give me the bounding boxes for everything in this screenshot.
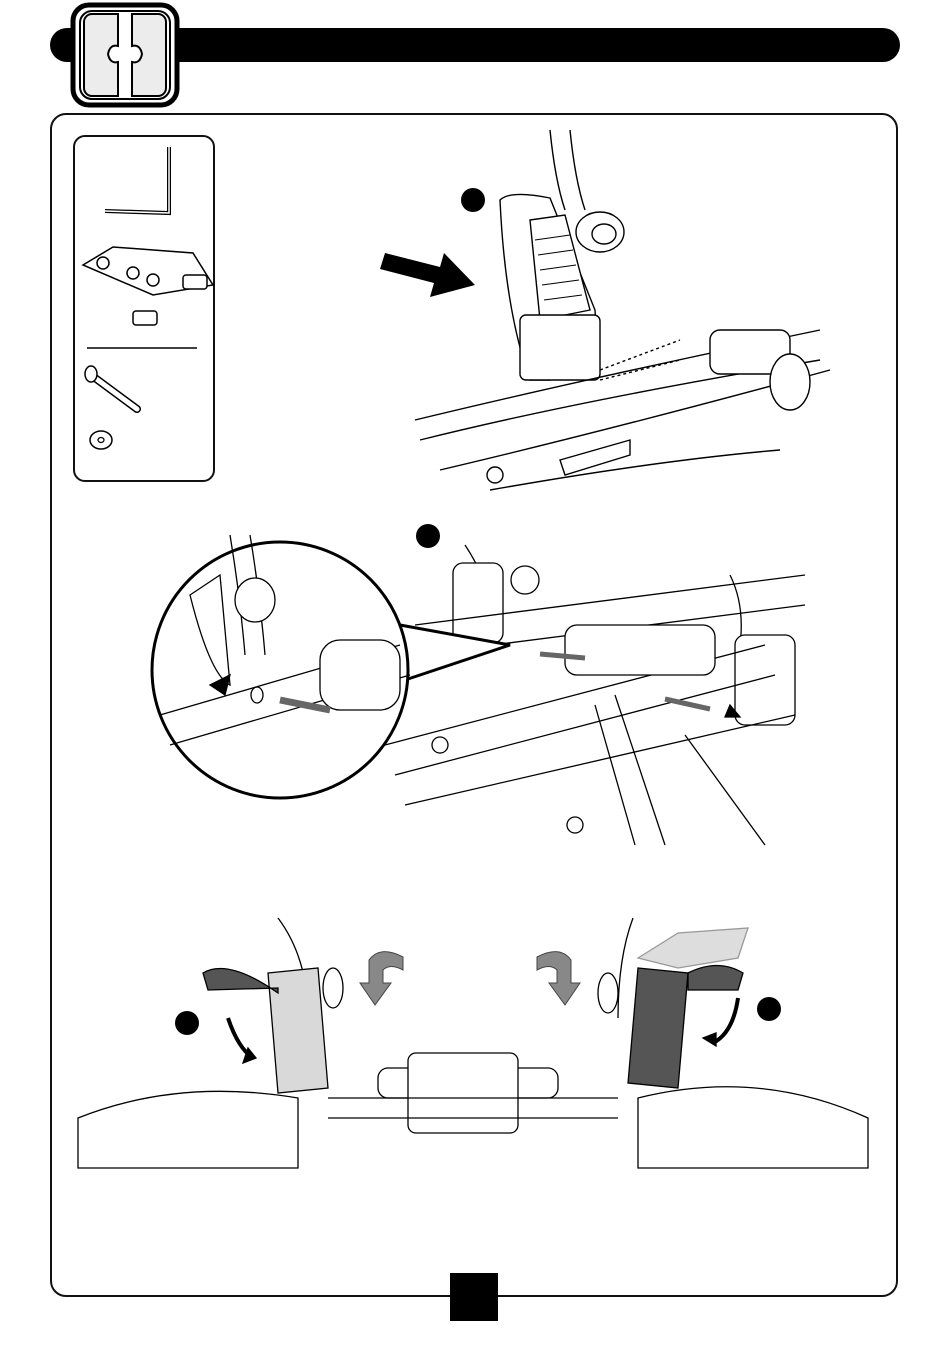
washer-icon: [89, 430, 113, 450]
parts-list-box: [73, 135, 215, 482]
page-number-box: [450, 1273, 498, 1321]
step-marker-1: [461, 188, 485, 212]
allen-key-icon: [104, 147, 171, 216]
detail-callout: [150, 534, 511, 800]
parts-illustrations: [81, 147, 215, 450]
assembly-logo-icon: [70, 2, 180, 108]
step-marker-2: [416, 524, 440, 548]
step-2-illustration: [384, 544, 806, 846]
header-bar: [50, 28, 900, 62]
rotate-down-arrow-right-icon: [536, 951, 581, 1006]
step-marker-3-right: [757, 997, 781, 1021]
seat-bracket-set-icon: [81, 246, 215, 326]
step-marker-3-left: [175, 1011, 199, 1035]
bolt-icon: [84, 365, 141, 413]
rotate-down-arrow-left-icon: [359, 951, 404, 1006]
step-3-illustration: [77, 917, 869, 1169]
insert-direction-arrow-icon: [380, 253, 475, 297]
step-1-illustration: [414, 129, 831, 491]
